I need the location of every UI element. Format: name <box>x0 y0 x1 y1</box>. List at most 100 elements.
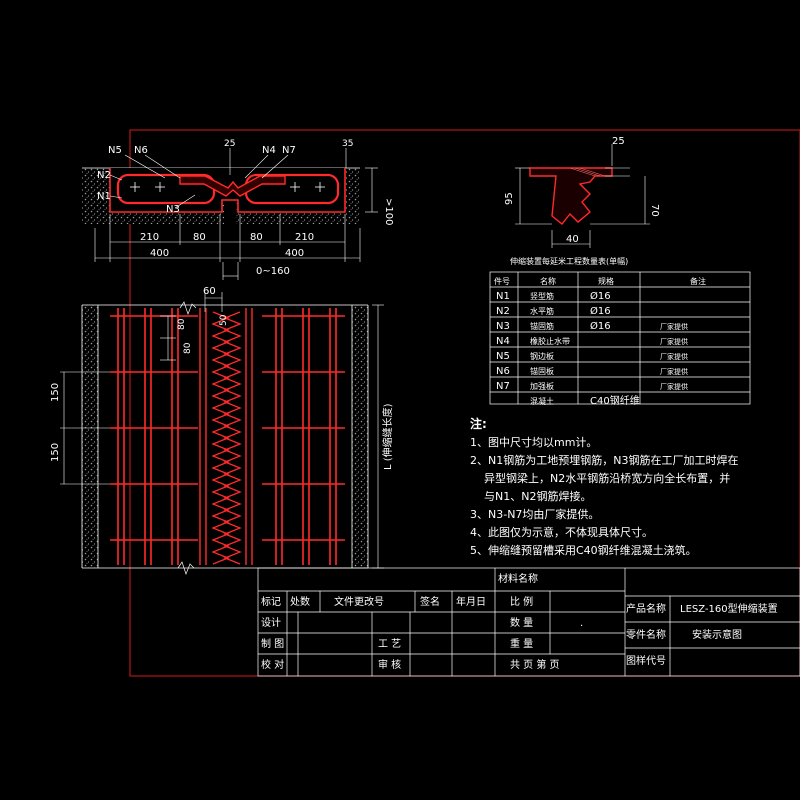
tb-quantity: 数 量 <box>510 616 533 629</box>
label-n1: N1 <box>97 191 111 202</box>
table-cell: N6 <box>496 366 510 377</box>
profile-dim-bottom: 40 <box>566 234 579 245</box>
table-cell: N4 <box>496 336 510 347</box>
plan-dim-150-a: 150 <box>50 383 61 402</box>
table-cell: 混凝土 <box>530 396 554 406</box>
table-cell: 厂家提供 <box>660 382 688 391</box>
table-title: 伸缩装置每延米工程数量表(单幅) <box>510 256 628 266</box>
tb-sign: 签名 <box>420 595 440 608</box>
tb-product-name: LESZ-160型伸缩装置 <box>680 602 778 615</box>
table-cell: N7 <box>496 381 510 392</box>
profile-shape <box>529 167 613 225</box>
dim-400-right: 400 <box>285 248 304 259</box>
table-cell: 厂家提供 <box>660 337 688 346</box>
table-cell: Ø16 <box>590 320 611 332</box>
tb-mark: 标记 <box>261 596 281 608</box>
table-cell: 橡胶止水带 <box>530 336 570 346</box>
plan-length-label: L (伸缩缝长度) <box>381 403 394 470</box>
table-cell: C40钢纤维 <box>590 394 640 407</box>
plan-dim-80-a: 80 <box>177 318 187 330</box>
tb-check: 校 对 <box>261 658 284 671</box>
table-cell: 厂家提供 <box>660 352 688 361</box>
label-35: 35 <box>342 139 353 149</box>
tb-product-label: 产品名称 <box>626 602 666 615</box>
tb-scale: 比 例 <box>510 595 533 608</box>
note-2-cont: 异型钢梁上，N2水平钢筋沿桥宽方向全长布置，并 <box>484 471 730 485</box>
plan-rebar-left <box>110 308 198 565</box>
note-1: 1、图中尺寸均以mm计。 <box>470 435 597 449</box>
tb-draw: 制 图 <box>261 637 284 650</box>
table-cell: 厂家提供 <box>660 322 688 331</box>
label-n6: N6 <box>134 145 148 156</box>
section-view: N5 N6 25 N4 N7 35 N2 N1 N3 210 8 <box>82 139 394 280</box>
table-header-spec: 规格 <box>598 276 614 286</box>
tb-process: 工 艺 <box>378 638 401 650</box>
drawing-frame <box>129 129 800 677</box>
table-cell: Ø16 <box>590 290 611 302</box>
note-3: 3、N3-N7均由厂家提供。 <box>470 507 599 521</box>
note-2: 2、N1钢筋为工地预埋钢筋，N3钢筋在工厂加工时焊在 <box>470 453 738 467</box>
label-n7: N7 <box>282 145 296 156</box>
profile-dim-top: 25 <box>612 136 625 147</box>
table-cell: Ø16 <box>590 305 611 317</box>
profile-dim-left: 95 <box>504 192 515 205</box>
plan-concrete-right <box>352 305 368 568</box>
notes-title: 注: <box>470 416 487 431</box>
table-cell: N1 <box>496 291 510 302</box>
dim-80-left: 80 <box>193 232 206 243</box>
table-header-note: 备注 <box>690 276 706 286</box>
table-cell: N3 <box>496 321 510 332</box>
tb-design: 设计 <box>261 616 281 629</box>
tb-change-no: 文件更改号 <box>334 595 384 608</box>
tb-drawing-no-label: 图样代号 <box>626 654 666 667</box>
table-cell: 竖型筋 <box>530 291 554 301</box>
dim-210-left: 210 <box>140 232 159 243</box>
tb-material: 材料名称 <box>498 572 538 585</box>
beam-profile: 25 95 70 40 <box>504 136 660 248</box>
plan-dim-50: 50 <box>219 314 229 326</box>
note-5: 5、伸缩缝预留槽采用C40钢纤维混凝土浇筑。 <box>470 543 697 557</box>
dim-210-right: 210 <box>295 232 314 243</box>
table-cell: N5 <box>496 351 510 362</box>
label-n5: N5 <box>108 145 122 156</box>
tb-review: 审 核 <box>378 658 401 671</box>
tb-pages: 共 页 第 页 <box>510 658 560 671</box>
table-cell: N2 <box>496 306 510 317</box>
tb-weight: 重 量 <box>510 637 533 650</box>
plan-concrete-left <box>82 305 98 568</box>
label-25-top: 25 <box>224 139 235 149</box>
dim-400-left: 400 <box>150 248 169 259</box>
tb-count: 处数 <box>290 595 310 608</box>
label-n4: N4 <box>262 145 276 156</box>
note-2-end: 与N1、N2钢筋焊接。 <box>484 489 591 503</box>
table-header-name: 名称 <box>540 276 556 286</box>
table-cell: 水平筋 <box>530 306 554 316</box>
table-header-part: 件号 <box>494 276 510 286</box>
plan-rebar-right <box>262 308 345 565</box>
label-n3: N3 <box>166 204 180 215</box>
table-cell: 厂家提供 <box>660 367 688 376</box>
table-cell: 钢边板 <box>530 351 554 361</box>
table-cell: 加强板 <box>530 381 554 391</box>
table-cell: 锚固筋 <box>530 321 554 331</box>
tb-date: 年月日 <box>456 595 486 608</box>
profile-dim-right: 70 <box>649 204 660 217</box>
note-4: 4、此图仅为示意，不体现具体尺寸。 <box>470 525 653 539</box>
zigzag-left <box>211 311 230 565</box>
plan-dim-150-b: 150 <box>50 443 61 462</box>
table-cell: 锚固板 <box>530 366 554 376</box>
label-n2: N2 <box>97 170 111 181</box>
expansion-seal <box>179 175 286 197</box>
dim-80-right: 80 <box>250 232 263 243</box>
plan-view: 60 150 150 80 80 50 L (伸缩缝长度) <box>50 286 394 576</box>
tb-dot: . <box>580 618 583 629</box>
zigzag-right <box>223 311 242 565</box>
dim-height: >100 <box>383 198 394 225</box>
tb-part-label: 零件名称 <box>626 628 666 641</box>
tb-part-name: 安装示意图 <box>692 628 742 641</box>
plan-dim-60: 60 <box>203 286 216 297</box>
title-block: 材料名称 标记 处数 文件更改号 签名 年月日 比 例 设计 数 量 . 制 图… <box>257 567 800 677</box>
dim-gap: 0~160 <box>256 266 290 277</box>
